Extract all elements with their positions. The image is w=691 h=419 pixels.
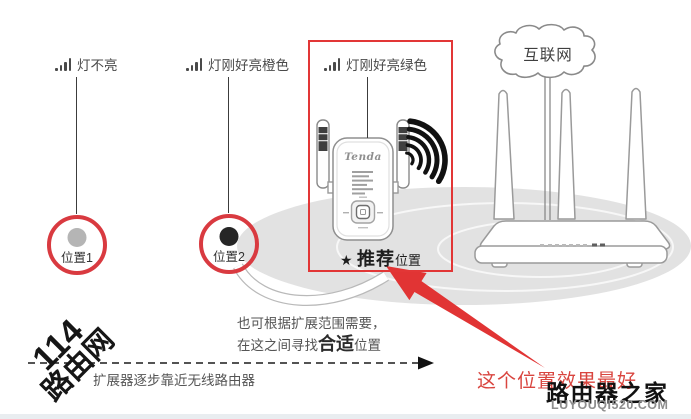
position-1-dot: [67, 228, 87, 247]
legend-pos1: 灯不亮: [55, 54, 118, 74]
cloud-shape: [494, 23, 596, 79]
pointer-line-pos2: [228, 77, 229, 213]
pointer-line-pos1: [76, 77, 77, 214]
position-2-marker: 位置2: [199, 214, 259, 274]
watermark-site-name: 路由器之家: [546, 380, 669, 406]
recommended-label: ★ 推荐位置: [339, 249, 422, 269]
bottom-edge-strip: [0, 414, 691, 419]
position-2-dot: [219, 227, 239, 246]
connector-curve: [233, 263, 389, 306]
wifi-waves-icon: [405, 118, 448, 185]
router-front-face: [474, 245, 668, 264]
legend-pos3: 灯刚好亮绿色: [324, 54, 427, 74]
router-antenna-left: [493, 89, 515, 220]
range-note: 也可根据扩展范围需要， 在这之间寻找合适位置: [237, 313, 386, 356]
internet-cloud-label: 互联网: [523, 47, 573, 64]
signal-bars-icon: [186, 58, 202, 74]
range-note-line2: 在这之间寻找合适位置: [237, 334, 381, 354]
red-callout-arrow: [386, 266, 545, 368]
approach-note: 扩展器逐步靠近无线路由器: [93, 373, 255, 388]
position-1-label: 位置1: [61, 251, 93, 265]
legend-pos2: 灯刚好亮橙色: [186, 54, 289, 74]
legend-pos1-label: 灯不亮: [77, 58, 118, 73]
star-icon: ★: [339, 252, 353, 268]
watermark-site-url: LUYOUQI520.COM: [551, 398, 669, 412]
router-led-row: [540, 243, 605, 247]
dashed-arrow: [28, 356, 434, 370]
legend-pos3-label: 灯刚好亮绿色: [346, 58, 427, 73]
signal-bars-icon: [55, 58, 71, 74]
cloud-stem: [544, 74, 551, 220]
position-2-label: 位置2: [213, 250, 245, 264]
signal-bars-icon: [324, 58, 340, 74]
router-illustration: [474, 87, 671, 268]
recommended-zone-box: [308, 40, 453, 272]
router-antenna-middle: [557, 88, 576, 220]
router-antenna-right: [625, 87, 647, 220]
position-1-marker: 位置1: [47, 215, 107, 275]
pointer-line-extender: [367, 77, 368, 138]
extender-brand: Tenda: [344, 151, 382, 163]
legend-pos2-label: 灯刚好亮橙色: [208, 58, 289, 73]
extender-label-block: [352, 171, 373, 195]
router-top-face: [479, 220, 671, 250]
range-note-line1: 也可根据扩展范围需要，: [237, 316, 386, 331]
best-position-text: 这个位置效果最好: [477, 371, 638, 392]
extender-illustration: [316, 119, 410, 241]
